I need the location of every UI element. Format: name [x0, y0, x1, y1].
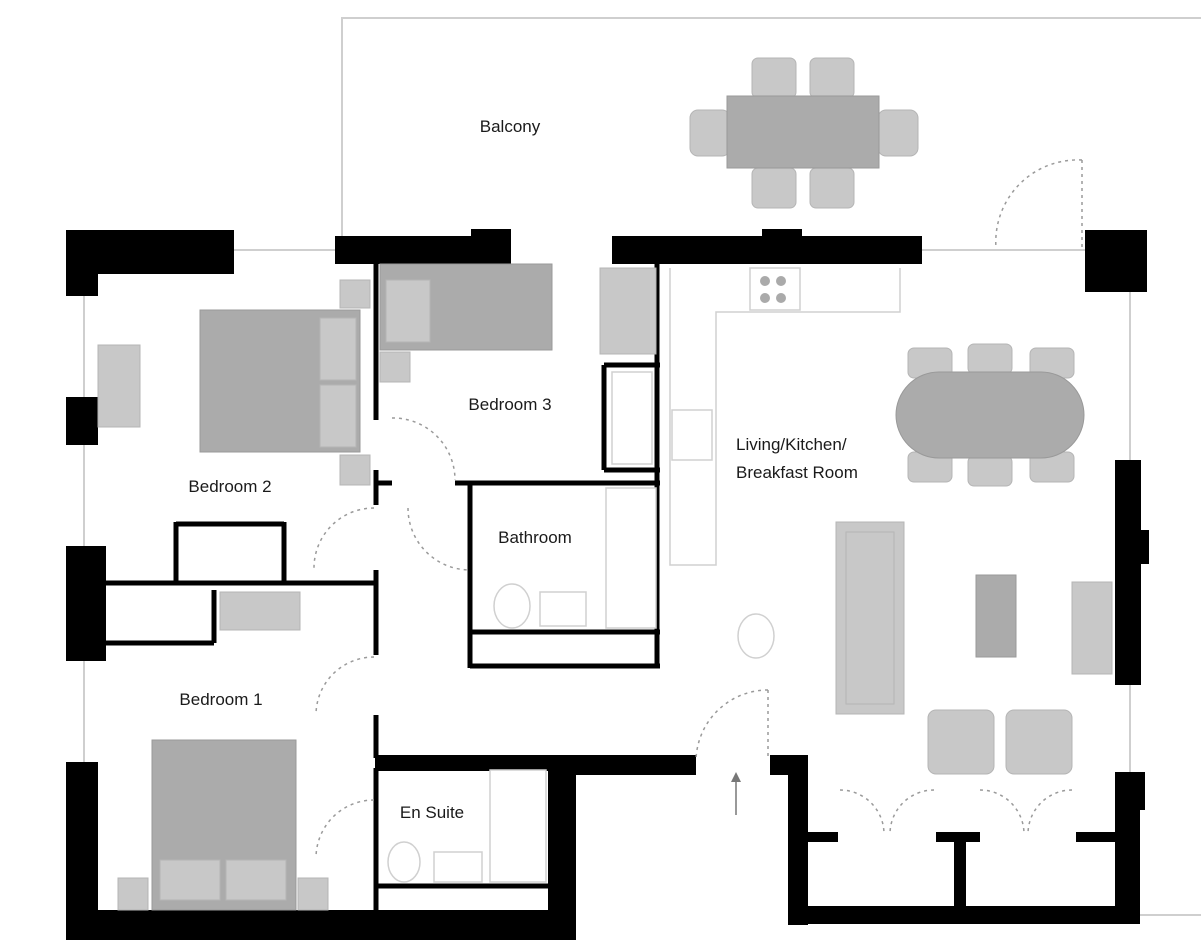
label-living-line1: Living/Kitchen/: [736, 435, 847, 454]
bedroom-1-furniture: [117, 591, 329, 911]
door-swings: [313, 159, 1083, 859]
balcony-dining-set: [689, 57, 919, 209]
interior-walls: [106, 260, 660, 915]
living-furniture: [835, 343, 1113, 775]
kitchen-units: [669, 267, 901, 659]
balcony-outline: [341, 17, 1201, 240]
label-bathroom: Bathroom: [498, 528, 572, 547]
bathroom-fixtures: [493, 371, 657, 629]
label-living-line2: Breakfast Room: [736, 463, 858, 482]
label-bedroom-2: Bedroom 2: [188, 477, 271, 496]
label-bedroom-1: Bedroom 1: [179, 690, 262, 709]
label-bedroom-3: Bedroom 3: [468, 395, 551, 414]
bedroom-2-furniture: [97, 279, 371, 486]
bedroom-3-furniture: [379, 263, 657, 383]
label-balcony: Balcony: [480, 117, 541, 136]
label-en-suite: En Suite: [400, 803, 464, 822]
en-suite-fixtures: [387, 769, 547, 883]
walls: [66, 229, 1149, 940]
